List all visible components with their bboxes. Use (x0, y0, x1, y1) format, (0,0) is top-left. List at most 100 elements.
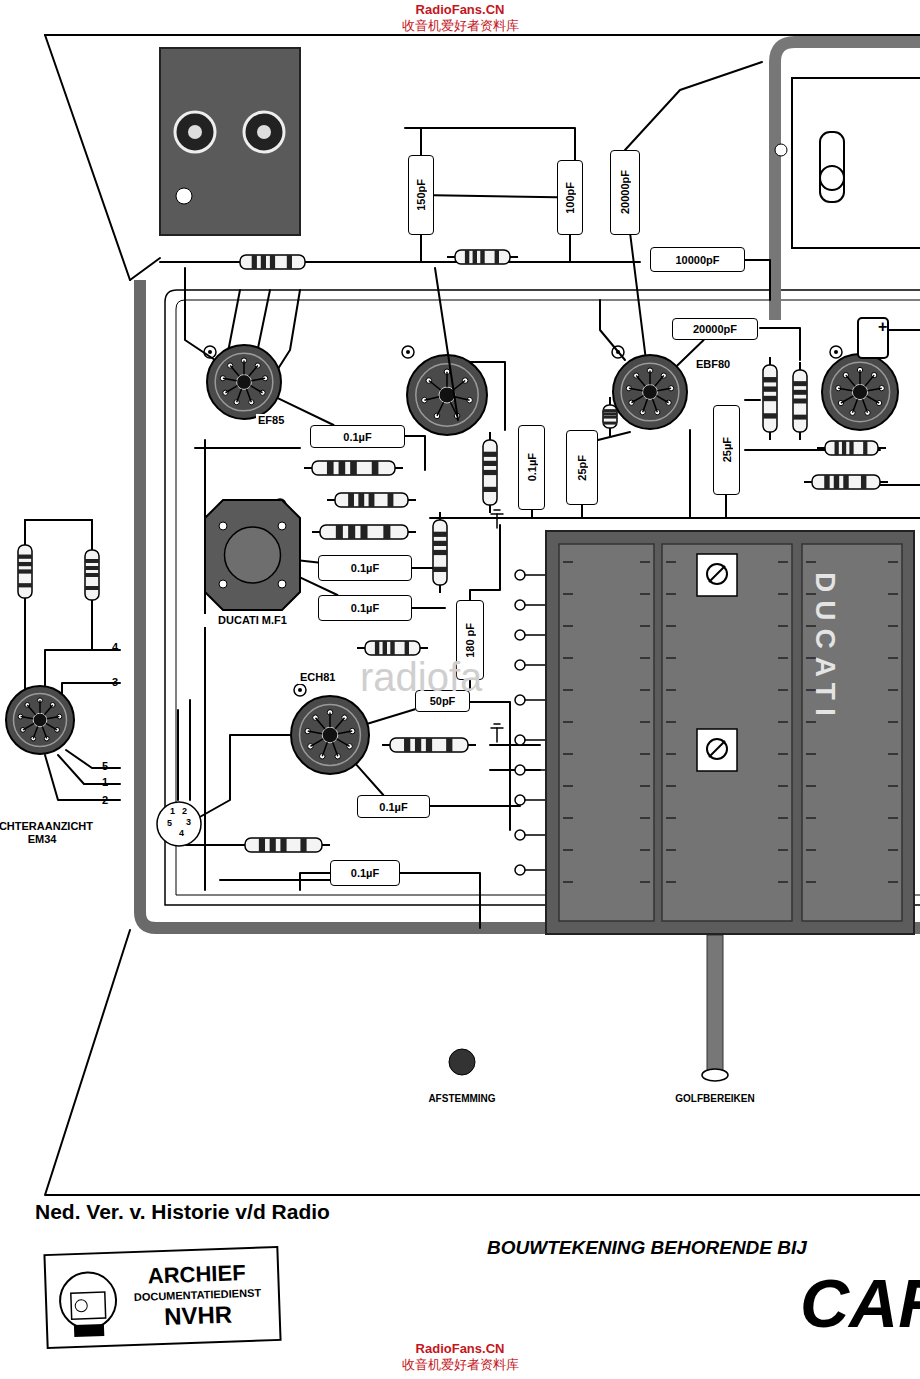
resistor-band (85, 586, 99, 590)
coil-tick (806, 561, 816, 563)
wire (91, 520, 93, 545)
wire (630, 235, 645, 354)
socket-body (6, 686, 74, 754)
coil-terminal (515, 660, 525, 670)
coil-tick (806, 849, 816, 851)
capacitor-value: 0.1µF (379, 801, 407, 813)
socket-center (852, 384, 867, 399)
wire (204, 440, 206, 890)
resistor-body (793, 370, 807, 432)
resistor-band (336, 525, 343, 539)
pin-number: 1 (102, 776, 108, 788)
wire (300, 560, 318, 562)
coil-tick (640, 753, 650, 755)
pin-number: 4 (112, 641, 118, 653)
pin-wire (629, 388, 643, 390)
wire (625, 62, 762, 150)
can-pin (278, 580, 286, 588)
coil-terminal (515, 695, 525, 705)
socket-drawing (612, 354, 688, 430)
wire (496, 728, 498, 742)
maker-name: DUCATI (809, 572, 841, 724)
capacitor-value: 150pF (415, 179, 427, 211)
resistor-band (433, 550, 447, 555)
resistor-body (312, 461, 395, 475)
pin-number: 1 (170, 807, 175, 817)
coil-tick (666, 753, 676, 755)
coil-tick (563, 561, 573, 563)
pin-wire (335, 718, 345, 729)
wire (760, 328, 800, 360)
wire (278, 398, 333, 425)
pin-wire (247, 389, 252, 402)
wire-connector (278, 398, 333, 425)
coil-terminal (515, 795, 525, 805)
coil-tick (666, 561, 676, 563)
coil-tick (666, 785, 676, 787)
wire (368, 709, 415, 723)
wire (130, 258, 160, 280)
electrolytic (858, 318, 888, 358)
capacitor-box: 0.1µF (518, 425, 545, 510)
socket-drawing (205, 500, 300, 610)
logo-speaker (75, 1300, 87, 1312)
mounting-hole (830, 346, 842, 358)
resistor-body (603, 405, 617, 428)
resistor-band (835, 441, 839, 455)
archive-stamp: ARCHIEFDOCUMENTATIEDIENSTNVHR (43, 1246, 281, 1349)
wire (45, 930, 920, 1195)
resistor-band (433, 541, 447, 546)
capacitor-value: 0.1µF (351, 602, 379, 614)
resistor-symbol (793, 362, 807, 440)
socket-body (207, 345, 281, 419)
resistor-band (603, 412, 617, 415)
label-text: 收音机爱好者资料库 (402, 19, 519, 33)
wire (357, 765, 384, 795)
mounting-hole (298, 688, 302, 692)
label-text: GOLFBEREIKEN (675, 1093, 754, 1104)
resistor-band (360, 525, 367, 539)
resistor-band (793, 415, 807, 420)
resistor-band (433, 532, 447, 537)
wire (25, 519, 92, 521)
resistor-band (433, 567, 447, 572)
wire (525, 834, 545, 836)
wire (420, 235, 422, 262)
resistor-band (339, 461, 346, 475)
coil-tick (806, 817, 816, 819)
socket-ring (416, 364, 478, 426)
wire (258, 290, 270, 348)
capacitor-value: 100pF (564, 182, 576, 214)
label-text: radiofa (360, 655, 482, 699)
capacitor-box: 0.1µF (357, 795, 430, 818)
resistor-body (812, 475, 880, 489)
coil-tick (640, 881, 650, 883)
can-body (205, 500, 300, 610)
resistor-band (483, 452, 497, 457)
wire (745, 260, 770, 300)
wire (66, 750, 120, 768)
resistor-band (480, 250, 484, 264)
tuning-knob (449, 1049, 475, 1075)
wire (745, 399, 760, 401)
wire (189, 700, 191, 800)
pin-wire (424, 397, 439, 400)
capacitor-box: 0.1µF (318, 595, 412, 621)
terminal-plate (160, 48, 300, 235)
wire (45, 34, 920, 36)
resistor-band (327, 461, 334, 475)
tube-socket-node: ECH81 (290, 695, 370, 775)
resistor-band (483, 461, 497, 466)
coil-terminal (515, 735, 525, 745)
mounting-hole (406, 350, 410, 354)
pin-number: 2 (102, 794, 108, 806)
coil-tick (563, 657, 573, 659)
coil-tick (640, 657, 650, 659)
can-top (225, 527, 281, 583)
resistor-body (390, 738, 468, 752)
wire (435, 268, 458, 420)
tube-type: EF85 (256, 414, 286, 427)
trimmer-screw (697, 554, 737, 596)
socket-ring (621, 363, 679, 421)
resistor-band (824, 475, 829, 489)
